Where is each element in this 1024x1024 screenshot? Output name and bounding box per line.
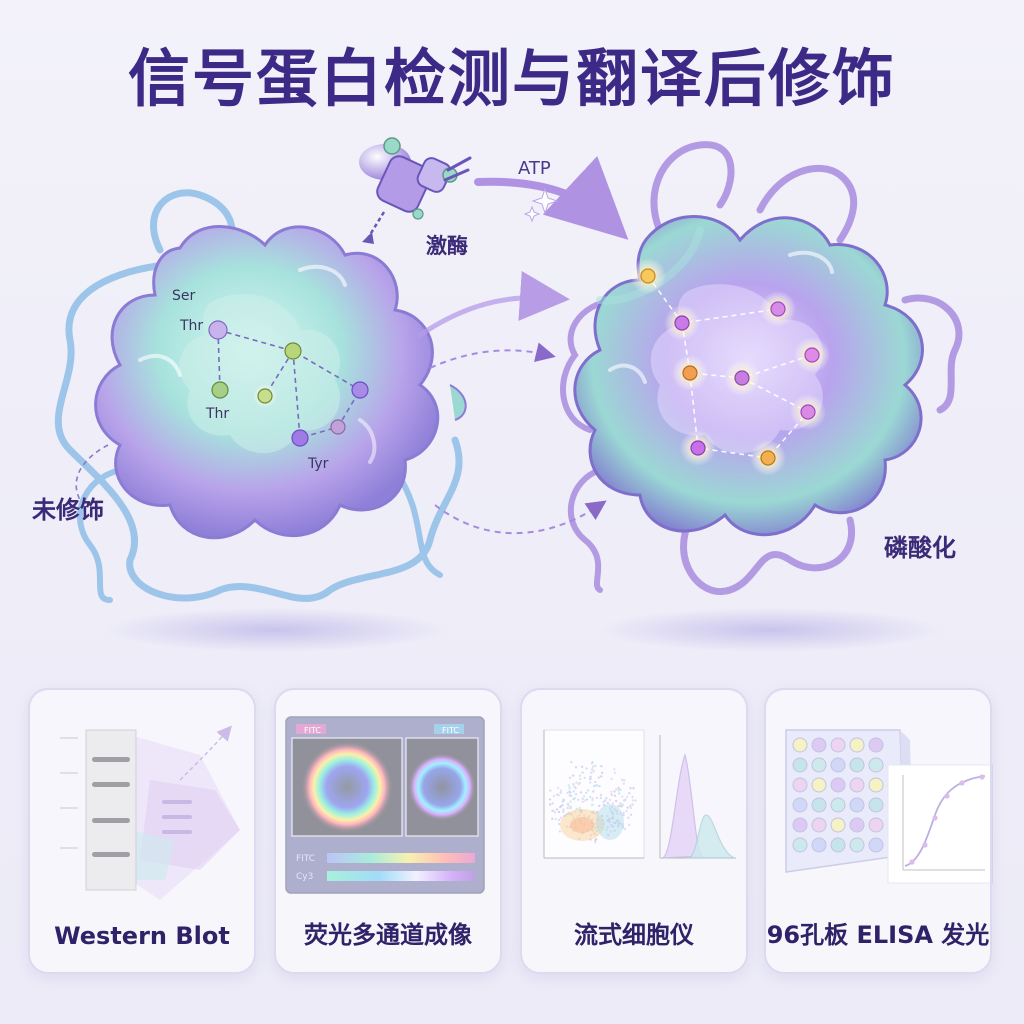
phospho-sites	[630, 258, 830, 476]
residue-label-ser: Ser	[172, 288, 196, 304]
fluorescence-tab-b: FITC	[442, 726, 459, 735]
phosphorylated-protein	[560, 141, 963, 595]
panel-flow-cytometry: 流式细胞仪	[520, 688, 748, 974]
panel-elisa-plate: 96孔板 ELISA 发光	[764, 688, 992, 974]
left-shadow	[105, 608, 445, 652]
panel-label-flow-cytometry: 流式细胞仪	[574, 921, 694, 949]
phosphorylated-label: 磷酸化	[884, 534, 956, 562]
residue-label-thr: Thr	[206, 406, 230, 422]
kinase-icon	[359, 137, 472, 244]
right-shadow	[600, 608, 940, 652]
residue-label-thr: Thr	[180, 318, 204, 334]
panel-fluorescence-imaging: FITC FITC FITC Cy3 荧光多通道成像	[274, 688, 502, 974]
panel-label-elisa: 96孔板 ELISA 发光	[766, 921, 990, 949]
atp-arrow	[474, 156, 629, 240]
fluorescence-tab-a: FITC	[304, 726, 321, 735]
unmodified-label: 未修饰	[32, 496, 104, 524]
panel-label-western-blot: Western Blot	[54, 922, 230, 950]
channel-label-fitc: FITC	[296, 854, 316, 864]
sparkle-icon	[523, 187, 559, 223]
reaction-arrow-top	[417, 271, 570, 338]
channel-label-cy3: Cy3	[296, 872, 314, 882]
reaction-arrow-middle	[429, 342, 556, 369]
panel-label-fluorescence: 荧光多通道成像	[304, 921, 472, 949]
page-title: 信号蛋白检测与翻译后修饰	[127, 42, 896, 115]
unmodified-protein	[54, 189, 467, 603]
atp-label: ATP	[518, 158, 551, 179]
unmodified-pointer	[75, 444, 109, 501]
kinase-label: 激酶	[426, 234, 468, 258]
panel-western-blot: Western Blot	[28, 688, 256, 974]
residue-label-tyr: Tyr	[308, 456, 329, 472]
